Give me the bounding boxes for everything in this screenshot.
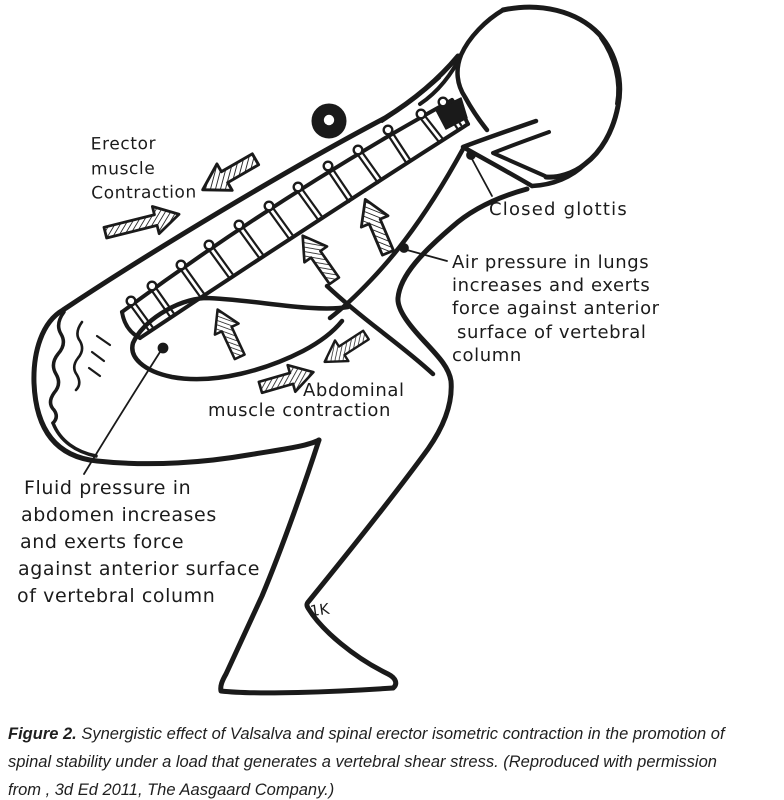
- calf-heel-foot-outline: [218, 437, 396, 696]
- abdomen-leader-dot: [157, 342, 169, 354]
- label-line: of vertebral column: [17, 585, 216, 607]
- jaw-bottom-line: [529, 161, 588, 189]
- head-sketch-accent: [599, 37, 619, 105]
- back-sketch-accent: [381, 77, 441, 123]
- label-muscle-contraction: muscle contraction: [208, 400, 391, 421]
- pelvis-inner-line: [51, 421, 98, 458]
- lung-pressure-arrow-upper: [350, 192, 403, 260]
- caption-line-1: Figure 2. Synergistic effect of Valsalva…: [8, 720, 780, 748]
- label-line: and exerts force: [20, 531, 185, 553]
- caption-line-2: spinal stability under a load that gener…: [8, 753, 717, 771]
- figure-caption: Figure 2. Synergistic effect of Valsalva…: [8, 720, 780, 800]
- abdomen-leader-line: [83, 351, 161, 475]
- lung-leader-line: [406, 249, 448, 262]
- head-outline: [500, 4, 623, 180]
- barbell-plate-hole: [323, 114, 335, 126]
- label-abdominal: Abdominal: [303, 380, 405, 401]
- spine-band-top-edge: [120, 98, 454, 314]
- sacrum-squiggle-outer: [48, 310, 66, 425]
- sacrum-shading-ticks: [87, 334, 112, 378]
- label-line: abdomen increases: [21, 504, 217, 526]
- spinous-process-knobs: [125, 96, 449, 307]
- label-line: against anterior surface: [18, 558, 261, 580]
- chest-knee-shin-outline: [304, 186, 530, 691]
- label-air-pressure-in-lungs: Air pressure in lungs increases and exer…: [452, 251, 660, 367]
- label-line: muscle: [90, 158, 156, 180]
- abdomen-fluid-pressure-arrow: [204, 302, 253, 364]
- spine-band-sacral-cap: [120, 310, 142, 340]
- label-line: Contraction: [91, 182, 197, 204]
- caption-text: Synergistic effect of Valsalva and spina…: [81, 725, 725, 743]
- lung-pressure-arrow-lower: [290, 226, 347, 291]
- artist-signature: 1K: [308, 599, 331, 621]
- abdominal-contraction-arrow-inward-upper: [316, 323, 374, 374]
- valsalva-squat-drawing: [31, 4, 623, 696]
- label-line: Air pressure in lungs: [452, 252, 650, 273]
- label-line: column: [452, 344, 522, 366]
- back-buttock-thigh-outline: [31, 53, 461, 467]
- label-erector-muscle-contraction: Erector muscle Contraction: [91, 131, 197, 206]
- label-line: Erector: [90, 133, 157, 155]
- leader-lines: [83, 150, 493, 475]
- glottis-fold-inner-line: [491, 130, 551, 178]
- label-fluid-pressure-in-abdomen: Fluid pressure in abdomen increases and …: [17, 475, 260, 610]
- airway-chest-inner-line: [327, 146, 466, 321]
- label-line: force against anterior: [452, 298, 660, 320]
- hip-groin-line: [324, 283, 436, 377]
- neck-front-outline: [455, 7, 506, 133]
- sacrum-squiggle-inner: [72, 320, 84, 392]
- label-closed-glottis: Closed glottis: [489, 199, 628, 220]
- glottis-leader-dot: [466, 150, 476, 160]
- label-line: increases and exerts: [452, 275, 651, 297]
- label-line: surface of vertebral: [457, 321, 647, 343]
- spine-band-bottom-edge: [138, 122, 470, 340]
- abdomen-cavity-outline: [130, 295, 351, 382]
- cervical-vertebra-wedge: [435, 97, 468, 130]
- label-line: Fluid pressure in: [24, 477, 192, 499]
- glottis-leader-line: [471, 158, 493, 197]
- neck-back-line: [418, 53, 463, 106]
- caption-figure-label: Figure 2.: [8, 725, 77, 743]
- caption-line-3: from , 3d Ed 2011, The Aasgaard Company.…: [8, 781, 335, 799]
- lung-leader-dot: [399, 243, 409, 253]
